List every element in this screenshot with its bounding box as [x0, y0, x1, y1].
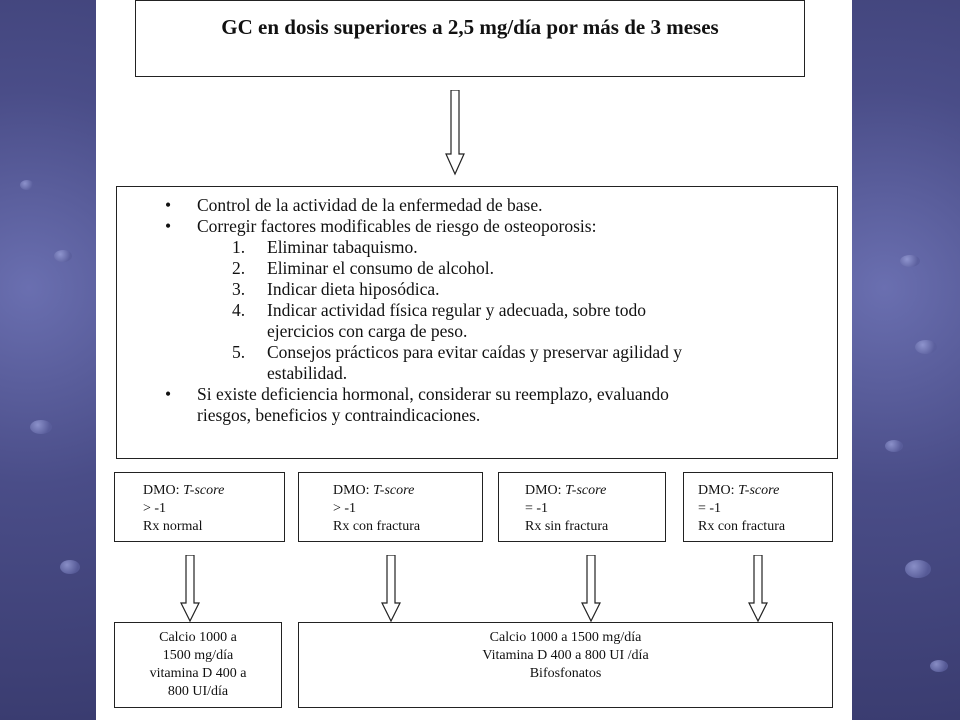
slide: GC en dosis superiores a 2,5 mg/día por … [96, 0, 852, 720]
item-number: 3. [232, 279, 246, 299]
rx-label: Rx sin fractura [525, 519, 609, 534]
item-number: 1. [232, 237, 246, 257]
category-box-fracture: DMO: T-score > -1 Rx con fractura [298, 472, 483, 542]
item-text: Eliminar el consumo de alcohol. [267, 258, 494, 278]
item-number: 4. [232, 300, 246, 320]
down-arrow-2 [381, 555, 401, 623]
decorative-dot [60, 560, 80, 574]
numbered-item: 1. Eliminar tabaquismo. [117, 237, 837, 258]
decorative-dot [900, 255, 920, 267]
item-number: 2. [232, 258, 246, 278]
bullet-text: Si existe deficiencia hormonal, consider… [197, 384, 669, 404]
decorative-dot [915, 340, 937, 354]
treatment-line: Calcio 1000 a 1500 mg/día [489, 630, 642, 645]
item-text-continued: estabilidad. [267, 363, 348, 383]
decorative-dot [905, 560, 931, 578]
recommendations-box: • Control de la actividad de la enfermed… [116, 186, 838, 459]
background-left-panel [0, 0, 96, 720]
bullet-item: • Control de la actividad de la enfermed… [117, 195, 837, 216]
down-arrow-4 [748, 555, 768, 623]
treatment-line: vitamina D 400 a [149, 666, 247, 681]
category-box-fracture-equal: DMO: T-score = -1 Rx con fractura [683, 472, 833, 542]
tscore-value: = -1 [525, 501, 549, 516]
item-text: Indicar actividad física regular y adecu… [267, 300, 646, 320]
down-arrow-main [445, 90, 465, 176]
title-box: GC en dosis superiores a 2,5 mg/día por … [135, 0, 805, 77]
dmo-label: DMO: T-score [333, 483, 415, 498]
down-arrow-1 [180, 555, 200, 623]
rx-label: Rx con fractura [333, 519, 421, 534]
decorative-dot [930, 660, 948, 672]
treatment-line: 1500 mg/día [162, 648, 234, 663]
dmo-label: DMO: T-score [698, 483, 780, 498]
bullet-text: Control de la actividad de la enfermedad… [197, 195, 543, 215]
rx-label: Rx normal [143, 519, 203, 534]
bullet-marker: • [165, 216, 172, 236]
rx-label: Rx con fractura [698, 519, 786, 534]
treatment-box-bisphosphonates: Calcio 1000 a 1500 mg/día Vitamina D 400… [298, 622, 833, 708]
background-right-panel [852, 0, 960, 720]
tscore-value: = -1 [698, 501, 722, 516]
numbered-item: 3. Indicar dieta hiposódica. [117, 279, 837, 300]
treatment-line: 800 UI/día [167, 684, 229, 699]
tscore-value: > -1 [143, 501, 167, 516]
category-box-normal: DMO: T-score > -1 Rx normal [114, 472, 285, 542]
recommendations-list: • Control de la actividad de la enfermed… [117, 187, 837, 426]
diagram-title: GC en dosis superiores a 2,5 mg/día por … [221, 15, 719, 39]
treatment-box-calcium-vitd: Calcio 1000 a 1500 mg/día vitamina D 400… [114, 622, 282, 708]
decorative-dot [20, 180, 34, 190]
decorative-dot [885, 440, 903, 452]
bullet-item: • Si existe deficiencia hormonal, consid… [117, 384, 837, 426]
category-box-no-fracture: DMO: T-score = -1 Rx sin fractura [498, 472, 666, 542]
dmo-label: DMO: T-score [525, 483, 607, 498]
treatment-line: Bifosfonatos [529, 666, 602, 681]
item-text-continued: ejercicios con carga de peso. [267, 321, 468, 341]
numbered-item: 4. Indicar actividad física regular y ad… [117, 300, 837, 342]
numbered-item: 5. Consejos prácticos para evitar caídas… [117, 342, 837, 384]
numbered-item: 2. Eliminar el consumo de alcohol. [117, 258, 837, 279]
bullet-item: • Corregir factores modificables de ries… [117, 216, 837, 237]
item-text: Consejos prácticos para evitar caídas y … [267, 342, 682, 362]
item-number: 5. [232, 342, 246, 362]
tscore-value: > -1 [333, 501, 357, 516]
decorative-dot [54, 250, 72, 262]
down-arrow-3 [581, 555, 601, 623]
bullet-text: Corregir factores modificables de riesgo… [197, 216, 597, 236]
item-text: Indicar dieta hiposódica. [267, 279, 440, 299]
bullet-marker: • [165, 384, 172, 404]
bullet-marker: • [165, 195, 172, 215]
treatment-line: Vitamina D 400 a 800 UI /día [482, 648, 649, 663]
item-text: Eliminar tabaquismo. [267, 237, 418, 257]
bullet-text-continued: riesgos, beneficios y contraindicaciones… [197, 405, 481, 425]
dmo-label: DMO: T-score [143, 483, 225, 498]
decorative-dot [30, 420, 52, 434]
treatment-line: Calcio 1000 a [159, 630, 237, 645]
